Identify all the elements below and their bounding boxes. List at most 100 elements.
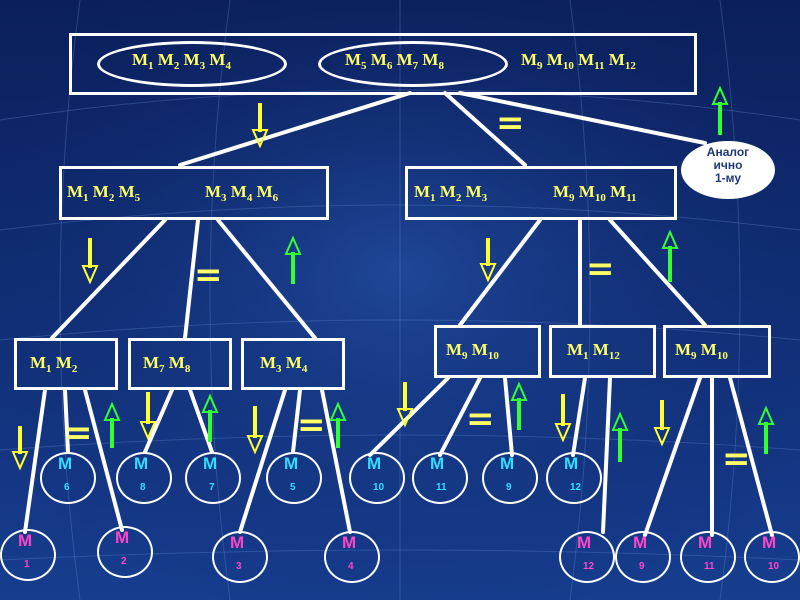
leaf-letter: М: [284, 454, 299, 473]
term: M3: [205, 182, 227, 204]
term: M9: [553, 182, 575, 204]
up-arrow-icon: [757, 405, 775, 454]
term: M5: [345, 50, 367, 72]
leaf-node-cyan: [116, 452, 172, 504]
equals-sign: =: [194, 255, 223, 295]
leaf-node-cyan: [482, 452, 538, 504]
leaf-subscript: 10: [373, 482, 385, 493]
term: M1: [132, 50, 154, 72]
down-arrow-icon: [554, 394, 572, 443]
term: M2: [55, 353, 78, 375]
edge-root-right: [443, 91, 527, 167]
leaf-letter: М: [500, 454, 515, 473]
up-arrow-icon: [611, 411, 629, 462]
term: M10: [578, 182, 606, 204]
analog-note-line3: 1-му: [714, 171, 742, 185]
term: M4: [285, 353, 308, 375]
down-arrow-icon: [396, 382, 414, 428]
term: M4: [209, 50, 231, 72]
edge-leaf-11: [438, 376, 482, 457]
pair-label-m3m4: M3 M4: [260, 353, 307, 375]
leaf-letter: М: [698, 533, 713, 552]
pair-label-m9m10: M9 M10: [446, 340, 499, 362]
term: M5: [118, 182, 141, 204]
root-group2-label: M5 M6 M7 M8: [345, 50, 444, 72]
term: M9: [521, 50, 543, 72]
leaf-node-pink: [0, 529, 56, 581]
leaf-node-cyan: [185, 452, 241, 504]
edge-root-note: [458, 91, 707, 145]
pair-box-m1m12: [549, 325, 656, 378]
term: M12: [592, 340, 620, 362]
leaf-letter: М: [18, 531, 33, 550]
up-arrow-icon: [103, 401, 121, 448]
edge-r-m9m10: [458, 218, 542, 327]
term: M8: [422, 50, 444, 72]
leaf-node-cyan: [412, 452, 468, 504]
equals-sign: =: [722, 439, 751, 479]
leaf-subscript: 4: [348, 561, 354, 572]
term: M9: [675, 340, 697, 362]
term: M1: [30, 353, 52, 375]
leaf-subscript: 11: [704, 561, 715, 572]
edge-l-m1m2: [50, 218, 167, 340]
term: M1: [414, 182, 436, 204]
edge-leaf-12a: [571, 376, 587, 457]
down-arrow-icon: [11, 426, 29, 471]
edge-leaf-9b: [643, 376, 702, 537]
leaf-subscript: 8: [140, 482, 146, 493]
left-split-a: M1 M2 M5: [67, 182, 140, 204]
leaf-letter: М: [230, 533, 245, 552]
edge-r-m9m10b: [608, 218, 707, 327]
edge-root-left: [178, 91, 412, 167]
term: M11: [578, 50, 605, 72]
up-arrow-icon: [510, 381, 528, 430]
left-split-box: [59, 166, 329, 220]
pair-box-m9m10b: [663, 325, 771, 378]
leaf-letter: М: [430, 454, 445, 473]
down-arrow-icon: [246, 406, 264, 455]
leaf-letter: М: [115, 528, 130, 547]
leaf-subscript: 9: [506, 482, 512, 493]
edge-l-m7m8: [183, 218, 200, 340]
leaf-subscript: 2: [121, 556, 127, 567]
up-arrow-icon: [711, 85, 729, 135]
leaf-node-pink: [324, 531, 380, 583]
down-arrow-icon: [653, 400, 671, 447]
down-arrow-icon: [139, 392, 157, 441]
leaf-subscript: 12: [570, 482, 582, 493]
root-group2-ellipse: [318, 41, 508, 87]
term: M2: [439, 182, 462, 204]
term: M7: [396, 50, 419, 72]
equals-sign: =: [297, 405, 326, 445]
root-group1-ellipse: [97, 41, 287, 87]
term: M6: [256, 182, 279, 204]
term: M7: [143, 353, 165, 375]
leaf-letter: М: [203, 454, 218, 473]
equals-sign: =: [466, 399, 495, 439]
pair-box-m3m4: [241, 338, 345, 390]
pair-box-m9m10: [434, 325, 541, 378]
term: M12: [608, 50, 636, 72]
term: M2: [157, 50, 180, 72]
edge-l-m3m4: [216, 218, 317, 340]
leaf-subscript: 5: [290, 482, 296, 493]
leaf-node-pink: [680, 531, 736, 583]
up-arrow-icon: [284, 235, 302, 284]
edge-leaf-3: [238, 388, 287, 534]
term: M4: [230, 182, 253, 204]
term: M9: [446, 340, 468, 362]
pair-box-m7m8: [128, 338, 232, 390]
leaf-node-pink: [97, 526, 153, 578]
edge-leaf-2: [83, 388, 124, 532]
term: M2: [92, 182, 115, 204]
leaf-subscript: 6: [64, 482, 70, 493]
pair-label-m7m8: M7 M8: [143, 353, 190, 375]
analog-note-line1: Аналог: [706, 145, 750, 159]
leaf-node-pink: [559, 531, 615, 583]
up-arrow-icon: [661, 229, 679, 282]
leaf-letter: М: [633, 533, 648, 552]
leaf-letter: М: [564, 454, 579, 473]
down-arrow-icon: [81, 238, 99, 285]
term: M10: [471, 340, 499, 362]
